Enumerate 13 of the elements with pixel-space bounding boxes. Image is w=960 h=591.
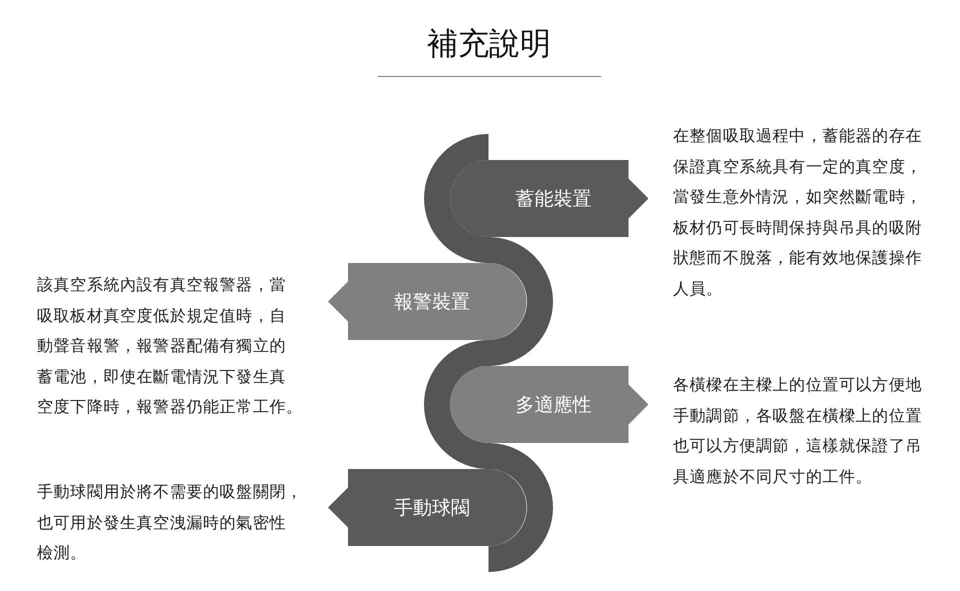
- tab-label: 手動球閥: [394, 496, 470, 520]
- arrow-tab: [328, 469, 526, 546]
- tab-label: 報警裝置: [394, 290, 470, 314]
- arrow-tab: [450, 160, 648, 237]
- description-text: 各橫樑在主樑上的位置可以方便地手動調節，各吸盤在橫樑上的位置也可以方便調節，這樣就保證了吊具適應於不同尺寸的工件。: [673, 374, 922, 488]
- title: 補充說明: [427, 25, 551, 63]
- arrow-tab: [328, 263, 526, 340]
- arrow-tab: [450, 366, 648, 443]
- description-text: 該真空系統內設有真空報警器，當吸取板材真空度低於規定值時，自動聲音報警，報警器配備有獨立的蓄電池，即使在斷電情況下發生真空度下降時，報警器仍能正常工作。: [37, 274, 303, 418]
- description-text: 手動球閥用於將不需要的吸盤關閉，也可用於發生真空洩漏時的氣密性檢測。: [37, 481, 303, 564]
- tab-label: 多適應性: [516, 392, 592, 416]
- tab-label: 蓄能裝置: [516, 186, 592, 210]
- description-text: 在整個吸取過程中，蓄能器的存在保證真空系統具有一定的真空度，當發生意外情況，如突然斷電時，板材仍可長時間保持與吊具的吸附狀態而不脫落，能有效地保護操作人員。: [673, 125, 922, 300]
